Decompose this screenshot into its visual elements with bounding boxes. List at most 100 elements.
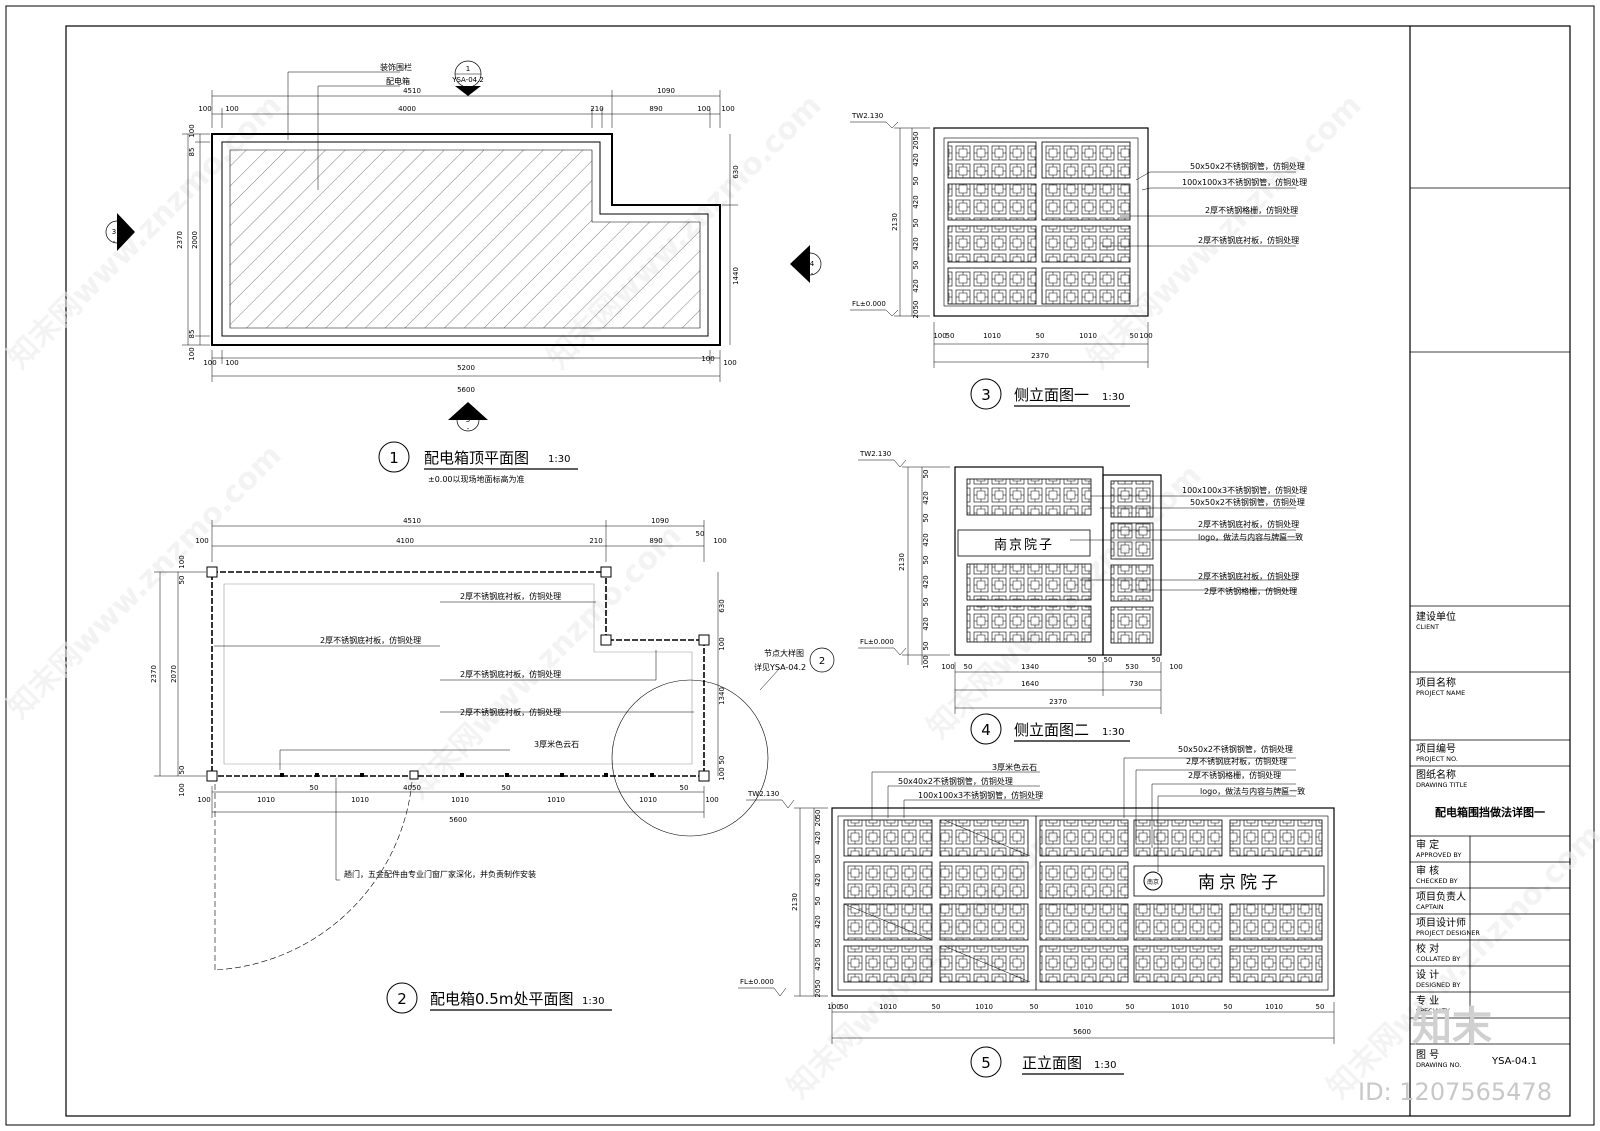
dim-text: 50 <box>178 576 186 585</box>
tb-drawing-no: YSA-04.1 <box>1491 1056 1537 1067</box>
plan2-label: 3厚米色云石 <box>534 739 579 749</box>
dim-text: 1010 <box>547 796 565 804</box>
view-number: 3 <box>981 386 991 404</box>
dim-text: 2130 <box>891 213 899 231</box>
level-top: TW2.130 <box>747 790 779 798</box>
section-marker: - <box>811 270 814 278</box>
dim-text: 4100 <box>396 537 414 545</box>
dim-text: 85 <box>188 148 196 157</box>
dim-text: 2370 <box>176 231 184 249</box>
dim-text: 50 <box>814 855 822 864</box>
image-id-label: ID: 1207565478 <box>1358 1078 1552 1106</box>
dim-text: 50 <box>922 470 930 479</box>
dim-text: 420 <box>912 237 920 250</box>
tb-label-en: DESIGNED BY <box>1416 981 1460 989</box>
dim-text: 5600 <box>457 386 475 394</box>
title-block: 建设单位 CLIENT 项目名称 PROJECT NAME 项目编号 PROJE… <box>1409 26 1570 1116</box>
tb-label: 图 号 <box>1416 1049 1439 1061</box>
logo-mark: 南京 <box>1147 878 1159 886</box>
dim-text: 420 <box>814 915 822 928</box>
dim-text: 420 <box>912 195 920 208</box>
view-number: 4 <box>981 721 991 739</box>
dim-text: 100 <box>197 796 210 804</box>
dim-text: 100 <box>225 105 238 113</box>
dim-text: 2070 <box>170 665 178 683</box>
dim-text: 420 <box>814 873 822 886</box>
dim-text: 2370 <box>1049 698 1067 706</box>
dim-text: 4510 <box>403 517 421 525</box>
dim-text: 4000 <box>398 105 416 113</box>
detail-marker-num: 2 <box>819 656 825 667</box>
dim-text: 2000 <box>191 231 199 249</box>
dim-text: 210 <box>590 105 603 113</box>
tb-label: 项目负责人 <box>1416 890 1466 903</box>
detail-label: 节点大样图 <box>764 648 804 658</box>
level-floor: FL±0.000 <box>852 300 886 308</box>
dim-text: 50 <box>1224 1003 1233 1011</box>
elev5-label: 50x40x2不锈钢钢管，仿铜处理 <box>898 776 1013 786</box>
dim-text: 210 <box>589 537 602 545</box>
section-marker: 4 <box>810 260 815 268</box>
dim-text: 100 <box>195 537 208 545</box>
dim-text: 2370 <box>1031 352 1049 360</box>
plan-note: ±0.00以现场地面标高为准 <box>428 474 525 484</box>
elev4-label: 2厚不锈钢底衬板，仿铜处理 <box>1198 571 1299 581</box>
dim-text: 1010 <box>879 1003 897 1011</box>
dim-text: 50 <box>912 219 920 228</box>
dim-text: 2130 <box>898 553 906 571</box>
dim-text: 50 <box>912 132 920 141</box>
elev3-label: 2厚不锈钢格栅，仿铜处理 <box>1205 205 1298 215</box>
tb-label-en: PROJECT DESIGNER <box>1416 929 1480 937</box>
view-scale: 1:30 <box>1094 1060 1116 1071</box>
dim-text: 1010 <box>1265 1003 1283 1011</box>
tb-label-en: DRAWING NO. <box>1416 1061 1461 1069</box>
elev3-label: 2厚不锈钢底衬板，仿铜处理 <box>1198 235 1299 245</box>
dim-text: 50 <box>1104 656 1113 664</box>
dim-text: 1010 <box>451 796 469 804</box>
dim-text: 50 <box>1088 656 1097 664</box>
dim-text: 1010 <box>1079 332 1097 340</box>
level-floor: FL±0.000 <box>740 978 774 986</box>
dim-text: 50 <box>814 980 822 989</box>
plan2-label: 2厚不锈钢底衬板，仿铜处理 <box>460 707 561 717</box>
dim-text: 2130 <box>791 893 799 911</box>
tb-project-label-en: PROJECT NAME <box>1416 689 1465 697</box>
dim-text: 1010 <box>1171 1003 1189 1011</box>
dim-text: 420 <box>922 617 930 630</box>
elev4-label: logo，做法与内容与牌匾一致 <box>1198 532 1303 542</box>
label-fence: 装饰围栏 <box>380 62 412 72</box>
dim-text: 1640 <box>1021 680 1039 688</box>
dim-text: 100 <box>718 767 726 780</box>
view-title: 正立面图 <box>1022 1054 1082 1072</box>
dim-text: 50 <box>912 177 920 186</box>
dim-text: 20 <box>814 989 822 998</box>
elev4-label: 2厚不锈钢底衬板，仿铜处理 <box>1198 519 1299 529</box>
dim-text: 890 <box>649 537 662 545</box>
dim-text: 1010 <box>983 332 1001 340</box>
dim-text: 1010 <box>257 796 275 804</box>
view-scale: 1:30 <box>1102 727 1124 738</box>
view-number: 2 <box>397 990 407 1008</box>
elev4-label: 100x100x3不锈钢钢管，仿铜处理 <box>1182 485 1307 495</box>
dim-text: 50 <box>178 766 186 775</box>
dim-text: 420 <box>922 491 930 504</box>
plan-2-section: 2 节点大样图 详见YSA-04.2 2厚不锈钢底衬板，仿铜处理 2厚不锈钢底衬… <box>150 517 835 1014</box>
elevation-4-side: 南京院子 100x100x3不锈钢钢管，仿铜处理 50x50x2不锈钢钢管，仿铜… <box>858 450 1307 745</box>
view-scale: 1:30 <box>1102 392 1124 403</box>
dim-text: 1010 <box>351 796 369 804</box>
dim-text: 50 <box>922 514 930 523</box>
dim-text: 1090 <box>657 87 675 95</box>
label-box: 配电箱 <box>386 76 410 86</box>
ref-marker-num: 1 <box>466 65 470 73</box>
section-marker: - <box>467 425 470 433</box>
level-floor: FL±0.000 <box>860 638 894 646</box>
tb-label-en: CAPTAIN <box>1416 903 1444 911</box>
dim-text: 420 <box>814 957 822 970</box>
dim-text: 730 <box>1129 680 1142 688</box>
dim-text: 1010 <box>639 796 657 804</box>
tb-label: 审 核 <box>1416 864 1439 877</box>
dim-text: 20 <box>814 818 822 827</box>
dim-text: 50 <box>840 1003 849 1011</box>
tb-drawtitle-label: 图纸名称 <box>1416 768 1456 781</box>
